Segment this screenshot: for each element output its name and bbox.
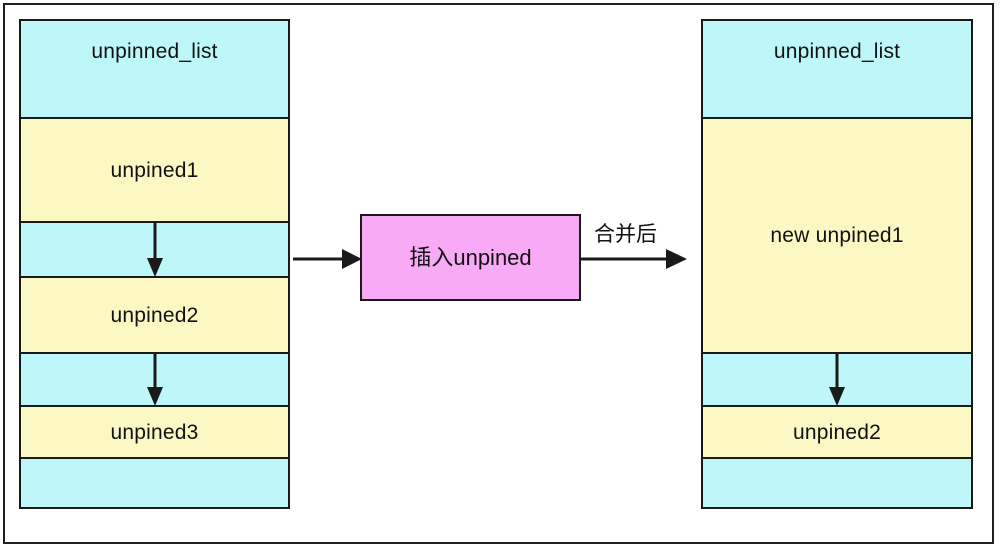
unpinned-list-before-column: unpinned_list unpined1 unpined2 unpined3 [19,19,290,509]
list-link-row [703,354,971,407]
list-link-row [21,354,288,407]
next-pointer-arrow-icon [829,354,845,406]
next-pointer-arrow-icon [146,223,163,277]
row-label: unpined2 [110,303,199,327]
list-tail-row [703,459,971,507]
next-pointer-arrow-icon [146,354,163,406]
list-header-row: unpinned_list [21,21,288,119]
list-link-row [21,223,288,278]
insert-unpined-process-box[interactable]: 插入unpined [360,214,581,301]
merge-edge-label: 合并后 [594,223,657,246]
list-tail-row [21,459,288,507]
process-box-label: 插入unpined [409,244,532,270]
row-label: unpined2 [792,420,882,444]
list-header-row: unpinned_list [703,21,971,119]
row-label: unpinned_list [91,40,218,63]
row-label: unpined1 [110,158,199,182]
row-label: unpined3 [110,420,199,444]
list-node-row: new unpined1 [703,119,971,354]
row-label: unpinned_list [773,40,901,63]
row-label: new unpined1 [770,224,904,247]
list-node-row: unpined3 [21,407,288,459]
list-node-row: unpined2 [21,278,288,354]
list-node-row: unpined2 [703,407,971,459]
list-node-row: unpined1 [21,119,288,223]
